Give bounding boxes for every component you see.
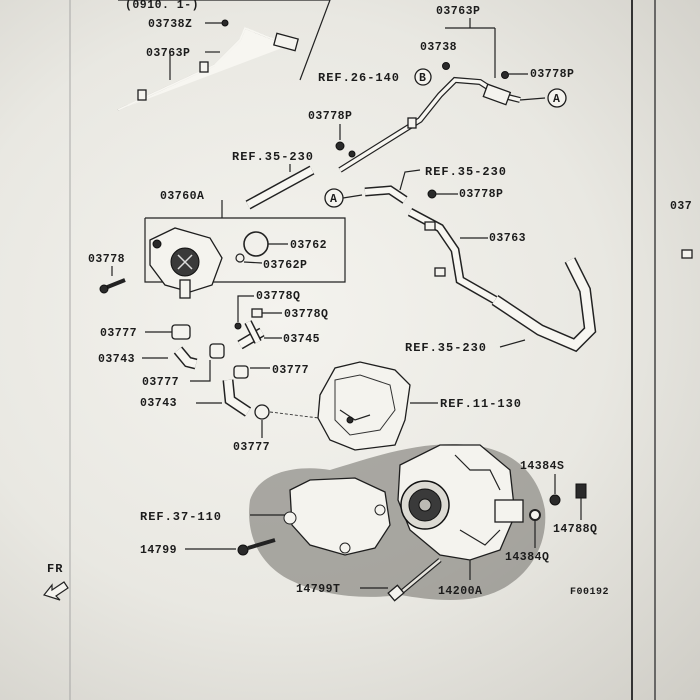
label-14788q: 14788Q xyxy=(553,523,597,536)
label-ref-11-130: REF.11-130 xyxy=(440,397,522,411)
label-03762: 03762 xyxy=(290,239,327,252)
facing-page-label: 037 xyxy=(670,200,692,213)
label-ref-26-140: REF.26-140 xyxy=(318,71,400,85)
thermostat-box xyxy=(144,217,346,283)
cover-ref-37-110 xyxy=(289,477,391,556)
label-03777-c: 03777 xyxy=(272,364,309,377)
label-03778q-lower: 03778Q xyxy=(284,308,328,321)
label-ref-35-230-left: REF.35-230 xyxy=(232,150,314,164)
label-03745: 03745 xyxy=(283,333,320,346)
label-ref-37-110: REF.37-110 xyxy=(140,510,222,524)
inset-frame xyxy=(118,0,331,81)
label-03777-d: 03777 xyxy=(233,441,270,454)
callout-b xyxy=(414,68,432,86)
label-03778q-upper: 03778Q xyxy=(256,290,300,303)
label-03763p: 03763P xyxy=(436,5,480,18)
inset-label-03763p: 03763P xyxy=(146,47,190,60)
label-03777-b: 03777 xyxy=(142,376,179,389)
gasket-03762 xyxy=(243,231,269,257)
label-ref-35-230-lower: REF.35-230 xyxy=(405,341,487,355)
label-ref-35-230-right: REF.35-230 xyxy=(425,165,507,179)
inset-label-03738z: 03738Z xyxy=(148,18,192,31)
hose-03763 xyxy=(407,208,498,304)
label-03763: 03763 xyxy=(489,232,526,245)
label-03778p-top: 03778P xyxy=(530,68,574,81)
callout-b-letter: B xyxy=(419,72,426,85)
nut-14384s xyxy=(549,494,561,506)
front-arrow-icon xyxy=(42,581,69,601)
svg-text:A: A xyxy=(553,93,560,106)
label-14200a: 14200A xyxy=(438,585,482,598)
clamp-03777-a xyxy=(171,324,191,340)
label-03778: 03778 xyxy=(88,253,125,266)
bolt-14788q xyxy=(575,483,587,499)
label-14384q: 14384Q xyxy=(505,551,549,564)
label-14799t: 14799T xyxy=(296,583,340,596)
engine-block-ref-11-130 xyxy=(317,361,411,451)
label-03738: 03738 xyxy=(420,41,457,54)
figure-code: F00192 xyxy=(570,587,609,598)
callout-a-top xyxy=(547,88,567,108)
label-03760a: 03760A xyxy=(160,190,204,203)
label-03743-b: 03743 xyxy=(140,397,177,410)
label-03762p: 03762P xyxy=(263,259,307,272)
label-03778p-right: 03778P xyxy=(459,188,503,201)
label-14384s: 14384S xyxy=(520,460,564,473)
label-03778p-mid: 03778P xyxy=(308,110,352,123)
label-03743-a: 03743 xyxy=(98,353,135,366)
label-14799: 14799 xyxy=(140,544,177,557)
inset-date-range: (0910. 1-) xyxy=(125,0,199,12)
svg-text:A: A xyxy=(330,193,337,206)
label-fr: FR xyxy=(47,562,63,576)
label-03777-a: 03777 xyxy=(100,327,137,340)
